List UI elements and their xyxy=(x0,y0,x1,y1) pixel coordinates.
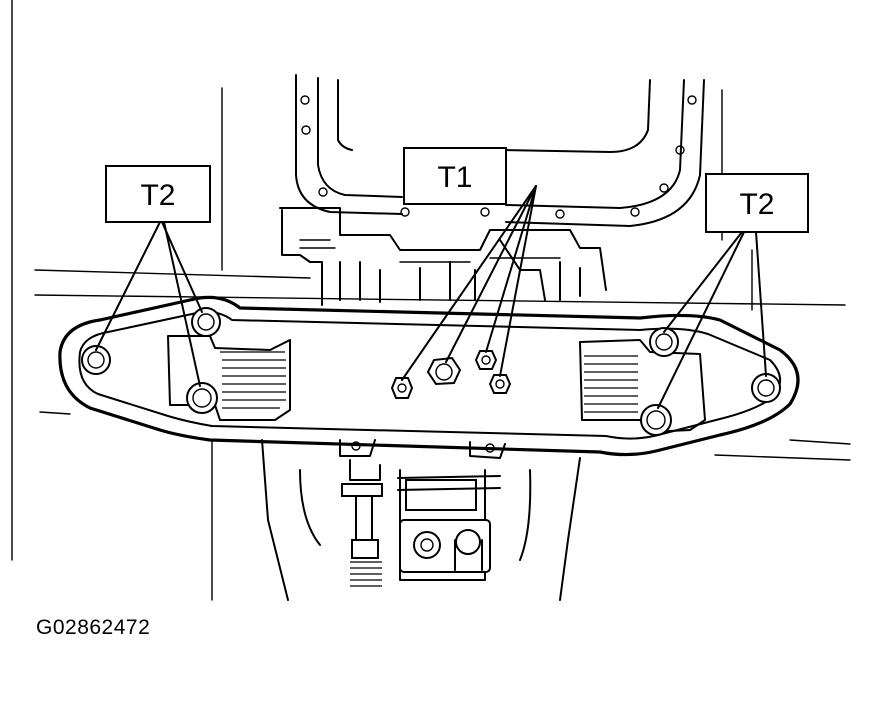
leader-lines xyxy=(95,185,767,409)
bolt-t2-left-upper xyxy=(191,307,221,337)
nut-t1-upper xyxy=(474,350,498,370)
oil-pan xyxy=(295,74,705,227)
right-mount-block xyxy=(579,339,706,433)
bolt-t2-right-outer xyxy=(751,373,781,403)
label-t2-left-text: T2 xyxy=(140,179,175,212)
bolt-t2-left-lower xyxy=(186,382,218,414)
lower-linkage xyxy=(261,439,581,601)
bolts xyxy=(81,307,781,436)
transmission-housing xyxy=(279,207,607,306)
label-t2-left: T2 xyxy=(105,165,211,223)
bolt-t2-right-upper xyxy=(649,327,679,357)
label-t1: T1 xyxy=(403,147,507,205)
nut-t1-center-large xyxy=(426,356,462,386)
nut-t1-right xyxy=(488,374,512,394)
label-t2-right: T2 xyxy=(705,173,809,233)
bolt-t2-left-outer xyxy=(81,345,111,375)
figure-id: G02862472 xyxy=(36,616,151,639)
label-t2-right-text: T2 xyxy=(739,188,774,221)
crossmember xyxy=(58,295,800,459)
nut-t1-left xyxy=(390,377,414,399)
bolt-t2-right-lower xyxy=(640,404,672,436)
label-t1-text: T1 xyxy=(437,161,472,194)
left-mount-block xyxy=(167,335,291,421)
